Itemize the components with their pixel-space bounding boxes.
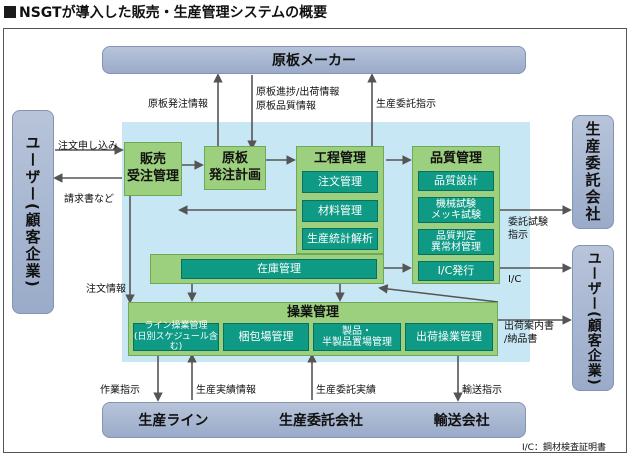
quality-design-item: 品質設計 bbox=[418, 171, 494, 191]
footnote: I/C：鋼材検査証明書 bbox=[522, 443, 606, 453]
inventory-management-item: 在庫管理 bbox=[181, 259, 377, 279]
label-transport-instruct: 輸送指示 bbox=[462, 385, 502, 396]
contract-right-box: 生産委託会社 bbox=[572, 115, 614, 229]
diagram-frame bbox=[3, 28, 627, 453]
transport-company-label: 輸送会社 bbox=[433, 413, 490, 429]
line-operation-item: ライン操業管理 (日別スケジュール含む) bbox=[133, 321, 219, 353]
supplier-box: 原板メーカー bbox=[102, 46, 526, 74]
label-contract-instruct-top: 生産委託指示 bbox=[376, 99, 436, 110]
process-management-box: 工程管理 注文管理 材料管理 生産統計解析 bbox=[296, 146, 384, 254]
user-left-box: ユーザー(顧客企業) bbox=[12, 110, 54, 314]
ic-issue-item: I/C発行 bbox=[418, 261, 494, 281]
label-production-results: 生産実績情報 bbox=[196, 385, 256, 396]
arrow-ops-to-quality bbox=[378, 284, 499, 303]
label-order-info: 注文情報 bbox=[86, 284, 126, 295]
label-progress: 原板進捗/出荷情報 原板品質情報 bbox=[256, 87, 340, 112]
label-ic: I/C bbox=[508, 274, 522, 285]
sales-order-box: 販売 受注管理 bbox=[124, 142, 182, 196]
label-invoice: 請求書など bbox=[64, 194, 114, 205]
bottom-partners-box: 生産ライン 生産委託会社 輸送会社 bbox=[102, 402, 526, 438]
material-management-item: 材料管理 bbox=[302, 200, 378, 222]
inventory-box: 在庫管理 bbox=[150, 254, 384, 284]
operations-management-box: 操業管理 ライン操業管理 (日別スケジュール含む) 梱包場管理 製品・ 半製品置… bbox=[128, 302, 498, 356]
plan-box: 原板 発注計画 bbox=[204, 146, 266, 190]
label-test-instruct: 委託試験 指示 bbox=[508, 217, 548, 241]
title-square-icon bbox=[4, 6, 16, 18]
label-work-instruct: 作業指示 bbox=[100, 385, 140, 396]
user-right-box: ユーザー(顧客企業) bbox=[572, 245, 614, 391]
packing-management-item: 梱包場管理 bbox=[223, 323, 309, 351]
shipping-operation-item: 出荷操業管理 bbox=[405, 323, 493, 351]
mechanical-plating-test-item: 機械試験 メッキ試験 bbox=[418, 197, 494, 223]
production-line-label: 生産ライン bbox=[138, 413, 209, 429]
label-shipping-docs: 出荷案内書 /納品書 bbox=[504, 321, 554, 345]
quality-judgment-item: 品質判定 異常材管理 bbox=[418, 229, 494, 255]
contract-company-label: 生産委託会社 bbox=[278, 413, 363, 429]
order-management-item: 注文管理 bbox=[302, 171, 378, 193]
label-order-application: 注文申し込み bbox=[58, 141, 118, 152]
page-title: NSGTが導入した販売・生産管理システムの概要 bbox=[4, 2, 327, 22]
production-stats-item: 生産統計解析 bbox=[302, 228, 378, 250]
product-yard-item: 製品・ 半製品置場管理 bbox=[313, 323, 401, 351]
label-order-placement: 原板発注情報 bbox=[148, 99, 208, 110]
label-contract-results: 生産委託実績 bbox=[316, 385, 376, 396]
quality-management-box: 品質管理 品質設計 機械試験 メッキ試験 品質判定 異常材管理 I/C発行 bbox=[412, 146, 500, 284]
